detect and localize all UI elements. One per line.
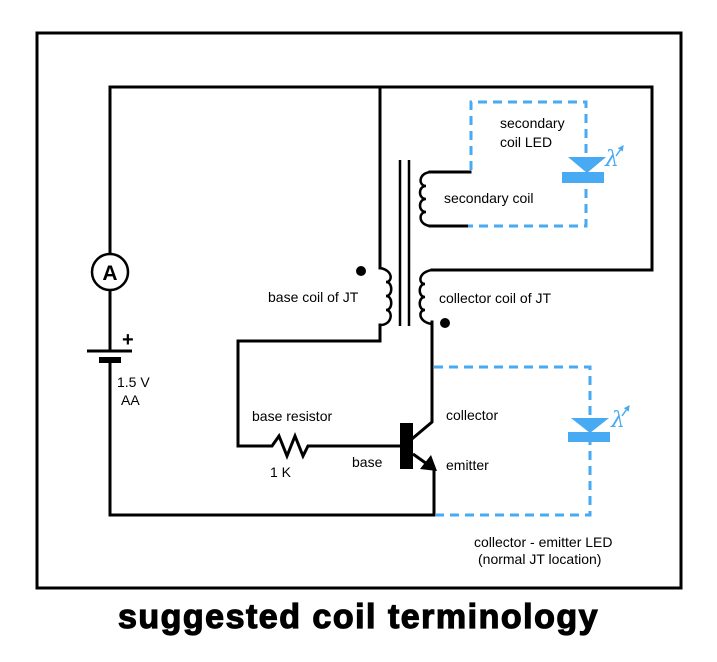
light-emission-arrow-icon <box>621 405 630 417</box>
ammeter-circle <box>90 252 130 292</box>
collector-coil-dot <box>440 318 450 328</box>
ce-led-wire <box>434 365 592 517</box>
secondary-coil <box>418 170 433 228</box>
base-resistor: base resistor 1 K <box>252 408 332 480</box>
secondary-led-label-line2: coil LED <box>500 134 552 150</box>
battery-plus-sign: + <box>122 329 134 351</box>
base-resistor-label: base resistor <box>252 408 332 424</box>
emitter-arrow-icon <box>420 455 437 471</box>
ce-led-lambda: λ <box>610 408 625 433</box>
base-coil-dot <box>356 266 366 276</box>
ce-led-bar <box>568 432 610 442</box>
secondary-led-label-line1: secondary <box>500 115 565 131</box>
battery-voltage-label: 1.5 V <box>117 374 150 390</box>
secondary-led-circuit: λ secondary coil LED <box>468 100 624 228</box>
ce-led-label-line1: collector - emitter LED <box>474 534 612 550</box>
transistor-base-label: base <box>352 454 383 470</box>
secondary-led-bar <box>562 172 604 183</box>
transistor-emitter-label: emitter <box>446 457 489 473</box>
ammeter-symbol: A <box>102 262 117 285</box>
secondary-led-icon <box>568 157 606 173</box>
transistor: base collector emitter <box>352 407 498 473</box>
base-coil <box>379 266 393 327</box>
battery-negative-plate <box>99 357 121 363</box>
diagram-title: suggested coil terminology <box>117 597 600 636</box>
ce-led-circuit: λ collector - emitter LED (normal JT loc… <box>434 365 630 567</box>
transistor-collector-label: collector <box>446 407 498 423</box>
collector-coil <box>418 268 433 326</box>
wire-base-coil-to-resistor <box>236 323 382 448</box>
wires <box>108 85 654 517</box>
frame-border <box>35 31 683 590</box>
wire-top-loop <box>108 85 654 362</box>
secondary-led-lambda: λ <box>604 147 619 172</box>
battery: + 1.5 V AA <box>87 328 150 408</box>
ce-led-icon <box>571 418 609 433</box>
transistor-emitter-line <box>412 452 428 466</box>
ce-led-label-line2: (normal JT location) <box>478 551 601 567</box>
secondary-coil-label: secondary coil <box>444 190 534 206</box>
secondary-led-wire <box>468 100 588 228</box>
base-coil-label: base coil of JT <box>268 289 359 305</box>
transformer-core <box>398 160 411 326</box>
light-emission-arrow-icon <box>615 145 624 157</box>
collector-coil-label: collector coil of JT <box>439 290 551 306</box>
transistor-base-bar <box>400 423 413 469</box>
resistor-zigzag <box>264 431 314 461</box>
wire-emitter-to-battery <box>108 358 436 517</box>
resistor-value-label: 1 K <box>270 464 292 480</box>
battery-type-label: AA <box>121 392 140 408</box>
ammeter: A <box>90 252 130 292</box>
wire-collector-coil-to-collector <box>410 320 434 441</box>
